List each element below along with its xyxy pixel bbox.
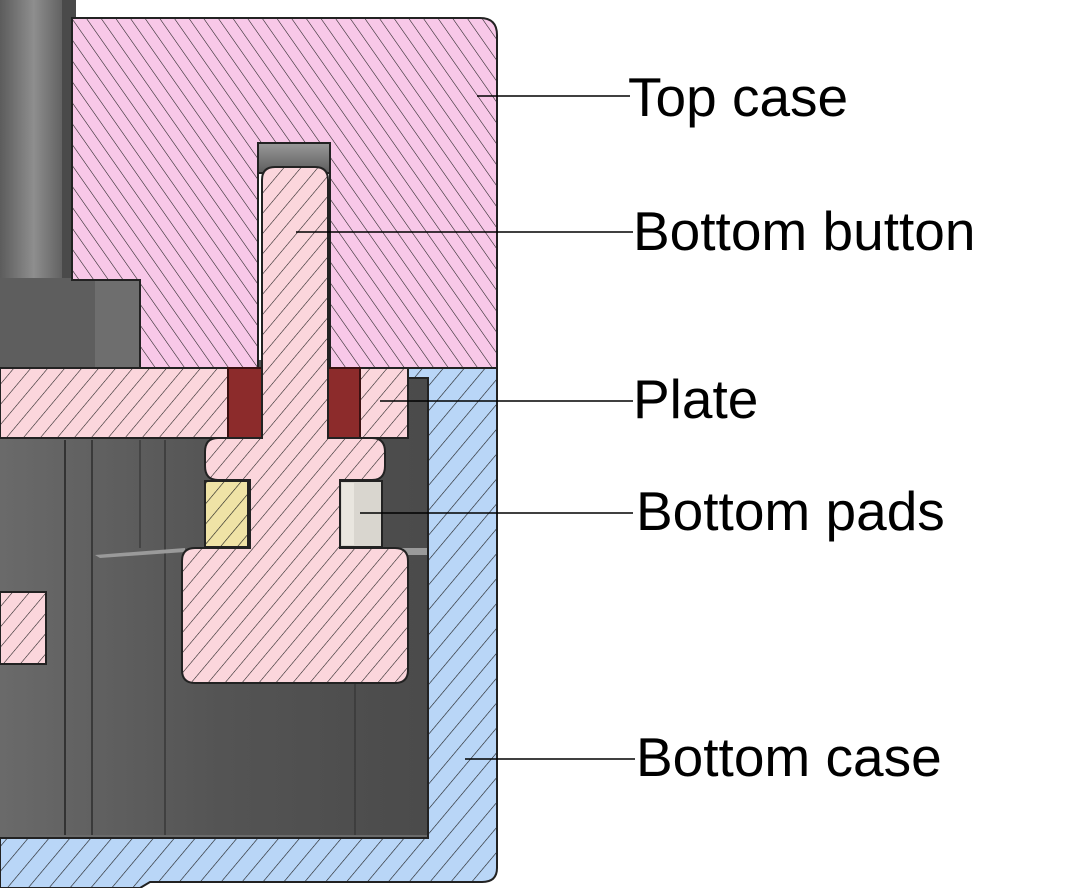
- label-bottom-case: Bottom case: [636, 726, 942, 788]
- side-block-section: [0, 591, 47, 665]
- bottom-pad-left: [204, 480, 249, 548]
- plate-section: [0, 367, 409, 439]
- label-top-case: Top case: [628, 66, 848, 128]
- label-bottom-pads: Bottom pads: [636, 480, 945, 542]
- label-plate: Plate: [633, 368, 758, 430]
- bottom-case-section: [0, 367, 498, 888]
- label-bottom-button: Bottom button: [633, 200, 975, 262]
- bottom-button-section: [181, 166, 409, 684]
